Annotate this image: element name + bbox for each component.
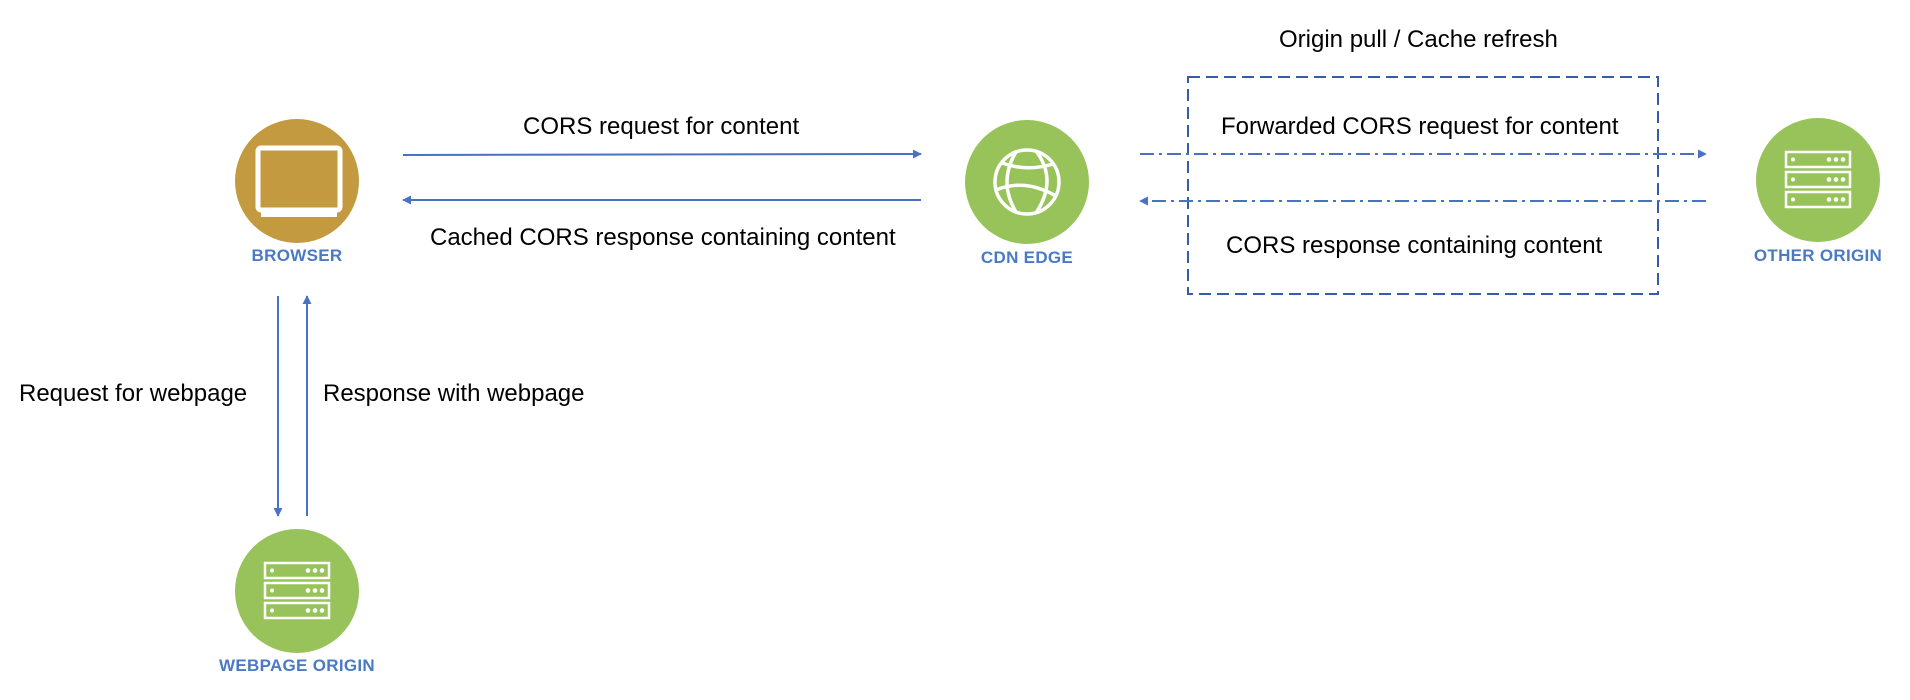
origin-pull-label: Origin pull / Cache refresh xyxy=(1279,26,1558,53)
other-origin-label: OTHER ORIGIN xyxy=(1753,246,1883,265)
cors-request-label: CORS request for content xyxy=(523,113,800,140)
webpage-origin-label: WEBPAGE ORIGIN xyxy=(219,656,375,675)
origin-pull-box xyxy=(1187,76,1659,295)
cached-cors-response-label: Cached CORS response containing content xyxy=(430,224,896,251)
monitor-icon xyxy=(255,145,343,217)
response-webpage-label: Response with webpage xyxy=(323,380,585,407)
forwarded-cors-request-label: Forwarded CORS request for content xyxy=(1221,113,1619,140)
request-webpage-label: Request for webpage xyxy=(19,380,248,407)
cdn-edge-label: CDN EDGE xyxy=(980,248,1074,267)
other-origin-node xyxy=(1756,118,1880,242)
cors-response-label: CORS response containing content xyxy=(1226,232,1603,259)
server-icon xyxy=(263,561,331,620)
cdn-edge-node xyxy=(965,120,1089,244)
browser-label: BROWSER xyxy=(251,246,343,265)
webpage-origin-node xyxy=(235,529,359,653)
globe-icon xyxy=(993,148,1061,216)
arrow-cors-request xyxy=(402,149,922,159)
browser-node xyxy=(235,119,359,243)
server-icon xyxy=(1784,150,1852,209)
